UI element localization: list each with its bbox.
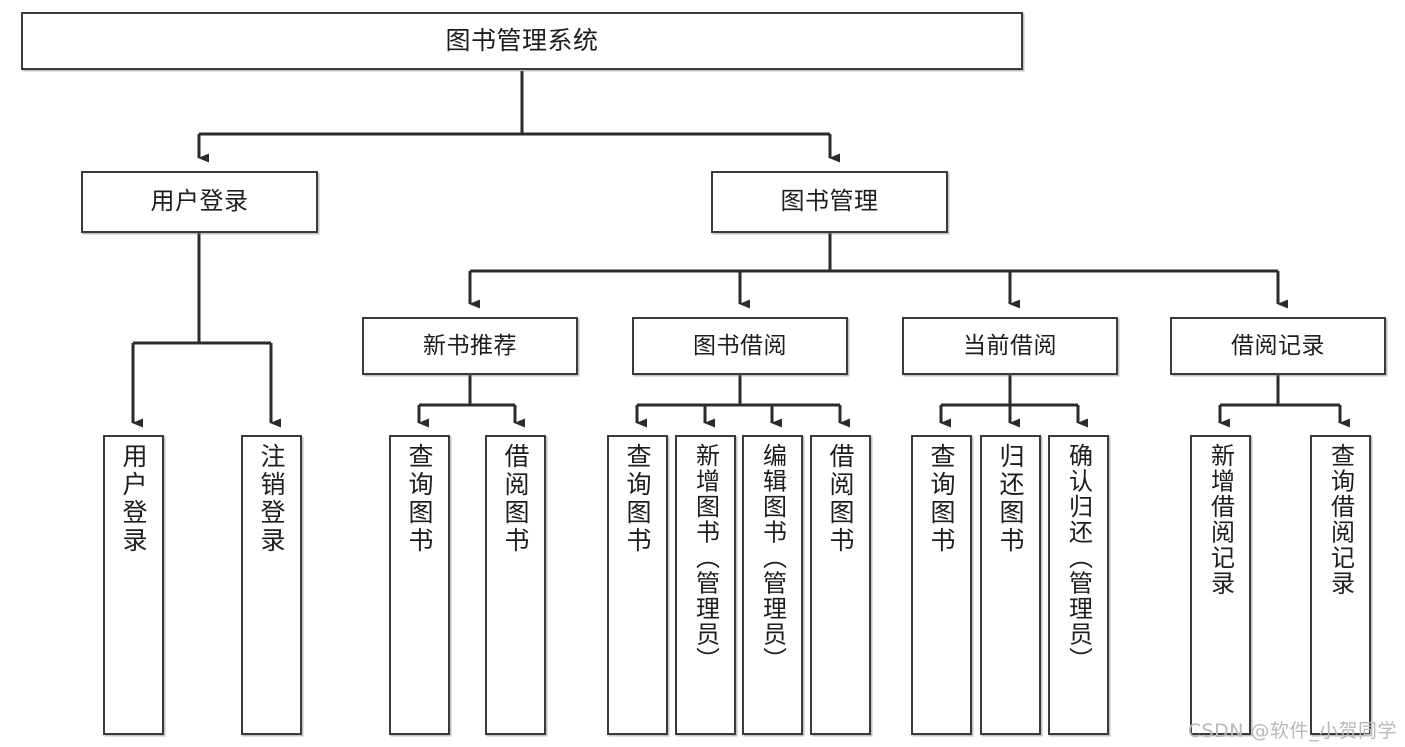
node-label: 图书管理: [780, 187, 879, 216]
leaf-add-borrow-record[interactable]: 新增借阅记录: [1190, 435, 1251, 735]
leaf-return-book[interactable]: 归还图书: [980, 435, 1041, 735]
node-label: 新增借阅记录: [1206, 443, 1235, 596]
node-label: 查询图书: [405, 443, 434, 555]
leaf-user-logout[interactable]: 注销登录: [241, 435, 302, 735]
leaf-borrow-book-recommend[interactable]: 借阅图书: [485, 435, 546, 735]
node-label: 图书借阅: [693, 332, 787, 359]
leaf-confirm-return-admin[interactable]: 确认归还（管理员）: [1048, 435, 1109, 735]
node-label: 查询图书: [927, 443, 956, 555]
node-current-borrow[interactable]: 当前借阅: [902, 317, 1118, 375]
node-label: 图书管理系统: [445, 25, 599, 55]
node-new-book-recommend[interactable]: 新书推荐: [362, 317, 578, 375]
leaf-user-login[interactable]: 用户登录: [103, 435, 164, 735]
node-root-system[interactable]: 图书管理系统: [21, 12, 1023, 70]
node-book-borrow[interactable]: 图书借阅: [632, 317, 848, 375]
node-label: 注销登录: [257, 443, 286, 555]
node-label: 新增图书（管理员）: [691, 443, 720, 673]
node-label: 新书推荐: [423, 332, 517, 359]
node-label: 归还图书: [996, 443, 1025, 555]
node-label: 借阅图书: [826, 443, 855, 555]
node-label: 查询借阅记录: [1326, 443, 1355, 596]
node-borrow-record[interactable]: 借阅记录: [1170, 317, 1386, 375]
leaf-query-book-borrow[interactable]: 查询图书: [607, 435, 668, 735]
node-label: 用户登录: [119, 443, 148, 555]
leaf-query-borrow-record[interactable]: 查询借阅记录: [1310, 435, 1371, 735]
node-label: 当前借阅: [963, 332, 1057, 359]
leaf-add-book-admin[interactable]: 新增图书（管理员）: [675, 435, 736, 735]
node-label: 确认归还（管理员）: [1064, 443, 1093, 673]
node-book-management[interactable]: 图书管理: [711, 171, 948, 233]
node-label: 编辑图书（管理员）: [758, 443, 787, 673]
leaf-borrow-book[interactable]: 借阅图书: [810, 435, 871, 735]
leaf-query-book-recommend[interactable]: 查询图书: [389, 435, 450, 735]
node-label: 借阅记录: [1231, 332, 1325, 359]
node-label: 用户登录: [150, 187, 249, 216]
node-label: 查询图书: [623, 443, 652, 555]
node-label: 借阅图书: [501, 443, 530, 555]
node-user-login[interactable]: 用户登录: [81, 171, 318, 233]
watermark-text: CSDN @软件_小贺同学: [1187, 720, 1397, 742]
leaf-edit-book-admin[interactable]: 编辑图书（管理员）: [742, 435, 803, 735]
leaf-query-book-current[interactable]: 查询图书: [911, 435, 972, 735]
